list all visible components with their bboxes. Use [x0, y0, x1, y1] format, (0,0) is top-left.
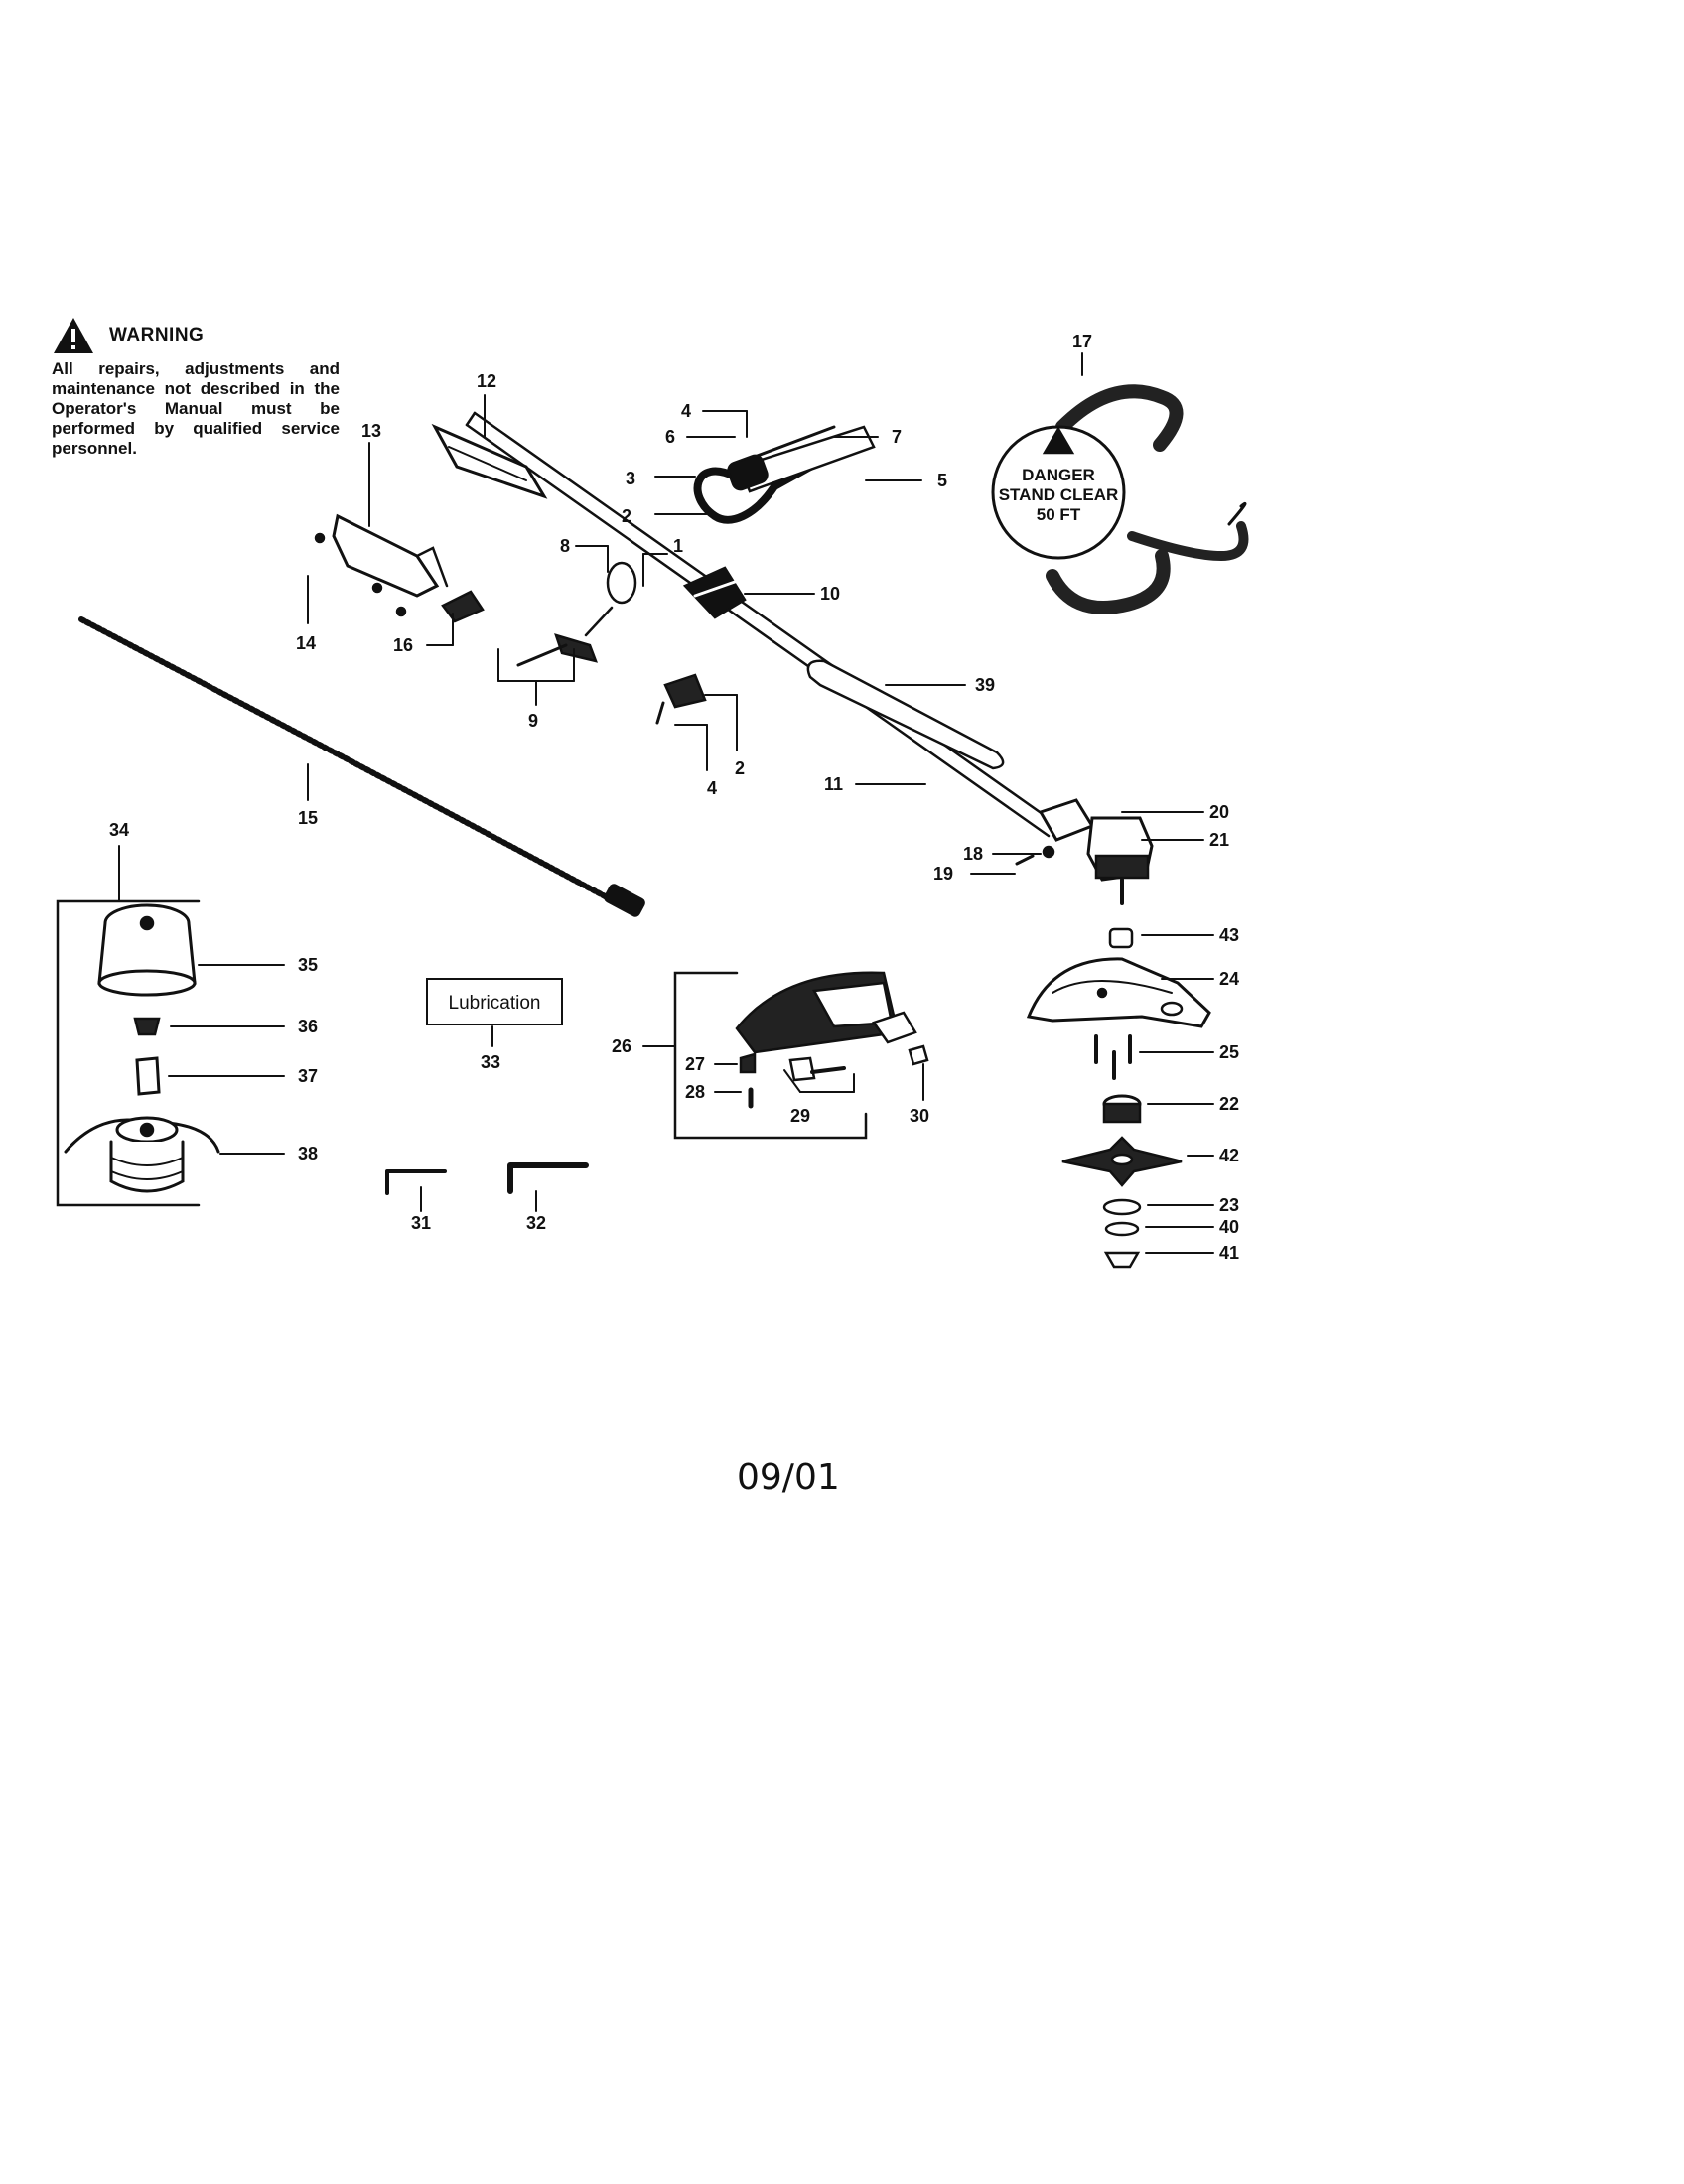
adapter-22 [1102, 1094, 1142, 1124]
hanger-assembly [516, 561, 637, 667]
harness-decal-line3: 50 FT [1037, 505, 1081, 524]
callout-24: 24 [1219, 969, 1239, 989]
button-37 [135, 1056, 161, 1096]
callout-27: 27 [685, 1054, 705, 1074]
callout-38: 38 [298, 1144, 318, 1163]
callout-39: 39 [975, 675, 995, 695]
lower-clamp [663, 673, 707, 709]
drive-shaft-tube [465, 411, 1058, 838]
warning-title: WARNING [109, 325, 205, 345]
callout-32: 32 [526, 1213, 546, 1233]
strap-39 [806, 659, 1005, 770]
callout-7: 7 [892, 427, 902, 447]
callout-31: 31 [411, 1213, 431, 1233]
callout-36: 36 [298, 1017, 318, 1036]
callout-28: 28 [685, 1082, 705, 1102]
spring-36 [133, 1017, 161, 1036]
wingnut-30 [908, 1044, 929, 1066]
callout-15: 15 [298, 808, 318, 828]
spool-cover-35 [97, 903, 197, 997]
callout-23: 23 [1219, 1195, 1239, 1215]
callout-1: 1 [673, 536, 683, 556]
lubrication-box [426, 978, 563, 1025]
hex-key-31 [385, 1169, 447, 1195]
hex-key-32 [507, 1162, 589, 1194]
trigger-16 [441, 590, 485, 623]
spacer-43 [1108, 927, 1134, 949]
callout-34: 34 [109, 820, 129, 840]
callout-20: 20 [1209, 802, 1229, 822]
nut-41 [1103, 1251, 1141, 1269]
blade-guard-24 [1026, 957, 1211, 1028]
washer-23 [1102, 1198, 1142, 1216]
callout-17: 17 [1072, 332, 1092, 351]
rear-handle-13 [314, 513, 449, 617]
screws-25 [1094, 1034, 1132, 1080]
callout-25: 25 [1219, 1042, 1239, 1062]
lower-screw [655, 701, 665, 725]
callout-33: 33 [481, 1052, 500, 1072]
callout-14: 14 [296, 633, 316, 653]
callout-13: 13 [361, 421, 381, 441]
callout-21: 21 [1209, 830, 1229, 850]
callout-18: 18 [963, 844, 983, 864]
washer-40 [1104, 1221, 1140, 1237]
callout-42: 42 [1219, 1146, 1239, 1165]
callout-11: 11 [824, 774, 843, 794]
callout-9: 9 [528, 711, 538, 731]
callout-4b: 4 [707, 778, 717, 798]
callout-2b: 2 [735, 758, 745, 778]
gear-head [1015, 798, 1154, 905]
lubrication-label: Lubrication [449, 993, 541, 1014]
spool-38 [64, 1116, 220, 1193]
plate-29 [788, 1056, 816, 1082]
clip-27 [739, 1052, 757, 1074]
warning-text: All repairs, adjustments and maintenance… [52, 359, 340, 458]
warning-block: WARNING All repairs, adjustments and mai… [52, 316, 340, 459]
flex-drive-cable [78, 616, 645, 917]
callout-26: 26 [612, 1036, 632, 1056]
callout-37: 37 [298, 1066, 318, 1086]
warning-header: WARNING [52, 316, 340, 355]
callout-43: 43 [1219, 925, 1239, 945]
callout-8: 8 [560, 536, 570, 556]
callout-5: 5 [937, 471, 947, 490]
harness-decal-line2: STAND CLEAR [999, 485, 1119, 504]
harness-decal-line1: DANGER [1022, 466, 1095, 484]
deflector-shield [735, 971, 917, 1054]
handle-half-12 [431, 423, 548, 499]
callout-10: 10 [820, 584, 840, 604]
callout-29: 29 [790, 1106, 810, 1126]
throttle-housing [682, 566, 747, 619]
bracket-34 [56, 899, 201, 1207]
callout-41: 41 [1219, 1243, 1239, 1263]
callout-12: 12 [477, 371, 496, 391]
bracket-26 [673, 971, 868, 1140]
callout-4: 4 [681, 401, 691, 421]
callout-6: 6 [665, 427, 675, 447]
callout-40: 40 [1219, 1217, 1239, 1237]
harness-17 [991, 384, 1249, 614]
callout-22: 22 [1219, 1094, 1239, 1114]
warning-triangle-icon [54, 318, 93, 353]
revision-date: 09/01 [737, 1457, 840, 1498]
handle-bar [693, 425, 876, 524]
callout-16: 16 [393, 635, 413, 655]
callout-35: 35 [298, 955, 318, 975]
callout-3: 3 [626, 469, 635, 488]
callout-2: 2 [622, 506, 632, 526]
callout-30: 30 [910, 1106, 929, 1126]
callout-19: 19 [933, 864, 953, 884]
blade-42 [1061, 1136, 1183, 1187]
leader-lines [118, 352, 1214, 1254]
